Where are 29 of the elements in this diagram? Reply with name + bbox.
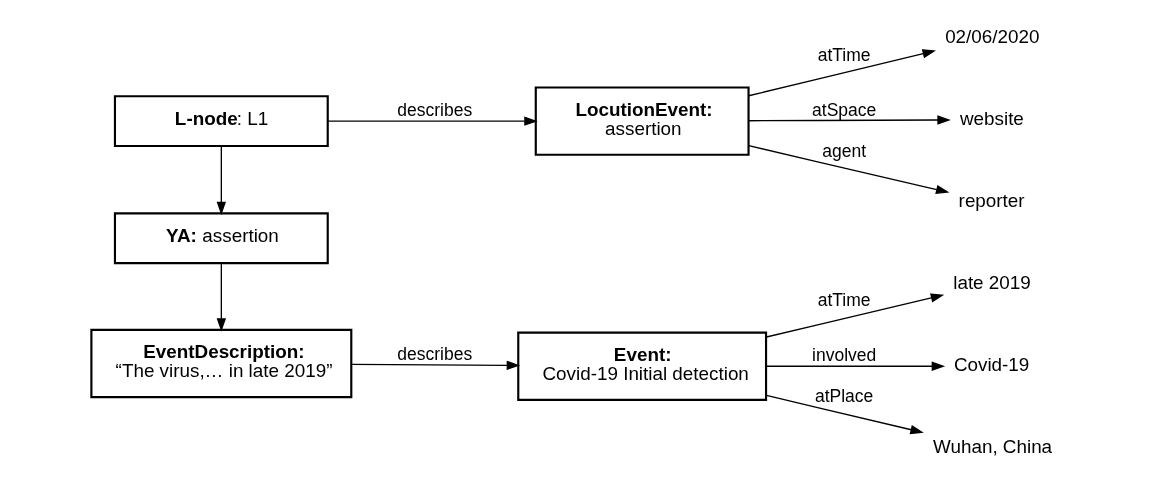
- edge-label: describes: [396, 100, 472, 121]
- node-text: reporter: [958, 189, 1025, 211]
- arrow: [747, 49, 936, 97]
- node-box: EventDescription: “The virus,… in late 2019”: [89, 328, 352, 399]
- edge-label: describes: [396, 344, 472, 365]
- node-text: website: [959, 107, 1024, 129]
- arrow: [327, 116, 538, 126]
- node-text: 02/06/2020: [944, 25, 1039, 47]
- node-box: YA: assertion: [113, 212, 329, 265]
- edge-label: atSpace: [811, 100, 876, 121]
- node-text: Wuhan, China: [932, 436, 1052, 458]
- arrow: [216, 145, 226, 216]
- arrow: [216, 262, 226, 332]
- arrow: [765, 394, 924, 435]
- arrow: [765, 293, 944, 338]
- node-box: L-node: L1: [113, 95, 329, 148]
- node-box: LocutionEvent: assertion: [534, 86, 750, 156]
- edge-label: agent: [821, 140, 866, 161]
- node-text: late 2019: [952, 272, 1031, 294]
- node-text: Covid-19: [953, 354, 1029, 376]
- node-box: Event: Covid-19 Initial detection: [516, 331, 767, 401]
- arrow: [765, 361, 945, 371]
- arrow: [747, 115, 951, 125]
- edge-label: involved: [811, 345, 876, 366]
- arrow: [350, 360, 520, 371]
- edge-label: atTime: [817, 45, 871, 66]
- arrow: [747, 145, 949, 195]
- edge-label: atTime: [817, 290, 871, 311]
- edge-label: atPlace: [814, 385, 873, 406]
